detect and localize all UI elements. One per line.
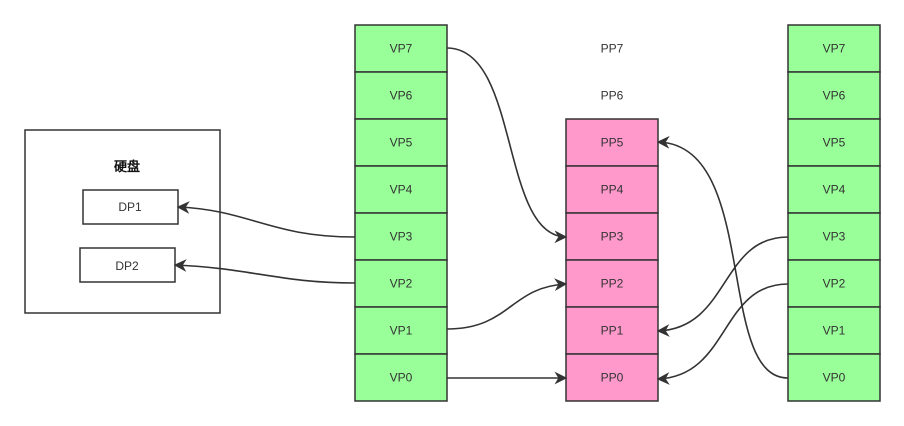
- disk: 硬盘 DP1 DP2: [24, 129, 221, 314]
- physical-page-label: PP7: [601, 42, 624, 56]
- left-virtual-page-label: VP3: [390, 230, 413, 244]
- right-virtual-page-label: VP0: [823, 371, 846, 385]
- right-virtual-page-cell: [787, 353, 881, 402]
- right-virtual-page-vp1: VP1: [787, 306, 881, 355]
- left-virtual-page-label: VP7: [390, 42, 413, 56]
- arrow-left-vp7-to-pp3: [446, 47, 568, 244]
- physical-page-pp6: PP6: [601, 89, 624, 103]
- left-virtual-page-label: VP0: [390, 371, 413, 385]
- arrow-right-vp2-to-pp0: [656, 283, 789, 385]
- arrow-right-vp3-to-pp1: [656, 236, 789, 337]
- physical-page-pp5: PP5: [565, 118, 659, 167]
- disk-page-label: DP2: [115, 259, 139, 273]
- left-virtual-page-vp5: VP5: [354, 118, 448, 167]
- right-virtual-page-cell: [787, 24, 881, 73]
- physical-page-pp1: PP1: [565, 306, 659, 355]
- disk-page-label: DP1: [118, 200, 142, 214]
- left-virtual-page-label: VP4: [390, 183, 413, 197]
- arrow-left-vp2-to-dp2: [173, 259, 356, 284]
- physical-page-label: PP4: [601, 183, 624, 197]
- physical-page-pp3: PP3: [565, 212, 659, 261]
- right-virtual-page-cell: [787, 118, 881, 167]
- right-virtual-page-cell: [787, 259, 881, 308]
- right-virtual-page-vp6: VP6: [787, 71, 881, 120]
- physical-page-pp7: PP7: [601, 42, 624, 56]
- right-virtual-page-label: VP4: [823, 183, 846, 197]
- right-virtual-page-vp4: VP4: [787, 165, 881, 214]
- right-virtual-page-vp7: VP7: [787, 24, 881, 73]
- right-virtual-page-cell: [787, 71, 881, 120]
- right-virtual-page-label: VP3: [823, 230, 846, 244]
- right-virtual-page-vp5: VP5: [787, 118, 881, 167]
- left-virtual-page-vp4: VP4: [354, 165, 448, 214]
- right-virtual-page-cell: [787, 165, 881, 214]
- physical-page-cell: [565, 212, 659, 261]
- right-virtual-page-cell: [787, 212, 881, 261]
- physical-page-label: PP5: [601, 136, 624, 150]
- right-virtual-page-label: VP7: [823, 42, 846, 56]
- right-virtual-page-vp3: VP3: [787, 212, 881, 261]
- arrow-left-vp3-to-dp1: [176, 201, 356, 238]
- right-virtual-page-cell: [787, 306, 881, 355]
- left-virtual-page-label: VP6: [390, 89, 413, 103]
- physical-page-label: PP3: [601, 230, 624, 244]
- arrow-right-vp0-to-pp5: [656, 135, 789, 379]
- right-virtual-page-label: VP1: [823, 324, 846, 338]
- left-virtual-page-vp0: VP0: [354, 353, 448, 402]
- physical-page-label: PP6: [601, 89, 624, 103]
- left-virtual-page-vp7: VP7: [354, 24, 448, 73]
- right-virtual-page-vp0: VP0: [787, 353, 881, 402]
- physical-page-pp4: PP4: [565, 165, 659, 214]
- right-virtual-page-label: VP6: [823, 89, 846, 103]
- left-virtual-page-cell: [354, 118, 448, 167]
- left-virtual-page-cell: [354, 306, 448, 355]
- left-virtual-page-vp3: VP3: [354, 212, 448, 261]
- physical-page-label: PP2: [601, 277, 624, 291]
- right-virtual-page-label: VP5: [823, 136, 846, 150]
- left-virtual-page-vp6: VP6: [354, 71, 448, 120]
- mapping-arrows: [173, 47, 789, 385]
- right-virtual-page-label: VP2: [823, 277, 846, 291]
- physical-page-cell: [565, 118, 659, 167]
- physical-page-cell: [565, 306, 659, 355]
- disk-title: 硬盘: [114, 159, 140, 174]
- disk-page-dp2: DP2: [79, 247, 176, 283]
- arrow-left-vp1-to-pp2: [446, 278, 568, 330]
- left-virtual-page-label: VP5: [390, 136, 413, 150]
- physical-page-pp2: PP2: [565, 259, 659, 308]
- disk-page-dp1: DP1: [82, 189, 179, 225]
- right-virtual-page-vp2: VP2: [787, 259, 881, 308]
- left-virtual-page-label: VP2: [390, 277, 413, 291]
- physical-page-label: PP1: [601, 324, 624, 338]
- left-virtual-page-vp2: VP2: [354, 259, 448, 308]
- left-virtual-page-label: VP1: [390, 324, 413, 338]
- left-virtual-page-vp1: VP1: [354, 306, 448, 355]
- physical-page-label: PP0: [601, 371, 624, 385]
- physical-page-pp0: PP0: [565, 353, 659, 402]
